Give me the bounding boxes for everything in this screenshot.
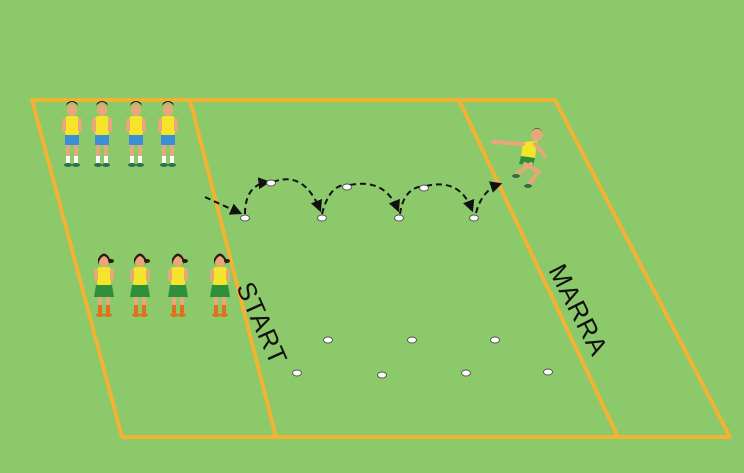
marker-icon — [267, 180, 276, 186]
marker-icon — [462, 370, 471, 376]
marker-icon — [318, 215, 327, 221]
marker-icon — [395, 215, 404, 221]
marker-icon — [293, 370, 302, 376]
marker-icon — [324, 337, 333, 343]
marker-icon — [241, 215, 250, 221]
marker-icon — [420, 185, 429, 191]
marker-icon — [544, 369, 553, 375]
marker-icon — [408, 337, 417, 343]
marker-icon — [343, 184, 352, 190]
marker-icon — [470, 215, 479, 221]
marker-icon — [491, 337, 500, 343]
marker-icon — [378, 372, 387, 378]
